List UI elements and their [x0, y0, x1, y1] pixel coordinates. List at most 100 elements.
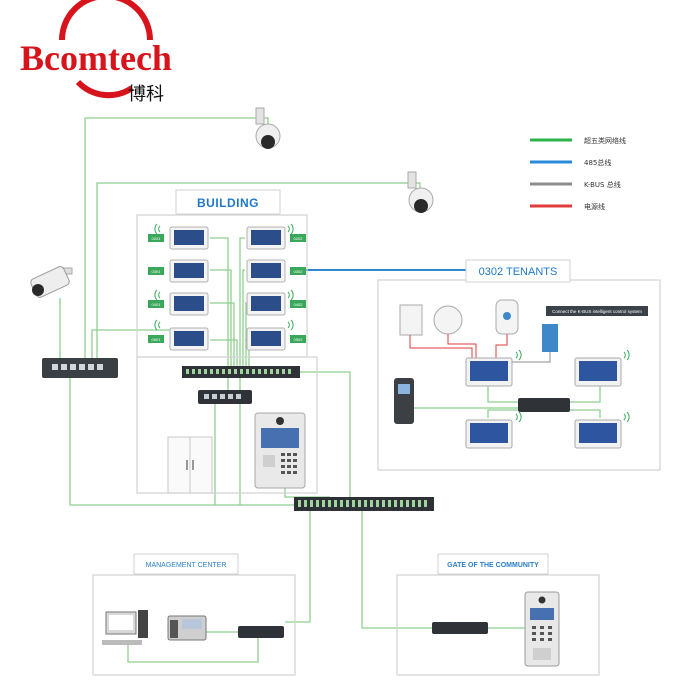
unit-label-box [290, 300, 306, 308]
line-bus-4 [210, 339, 238, 368]
gate-frame [396, 574, 600, 676]
monitor-unit: 0401 [148, 292, 209, 316]
tenant-monitor [465, 357, 513, 387]
line-bus-6 [242, 269, 245, 368]
building-monitors: 0201 0202 0301 0302 0401 [148, 226, 306, 351]
building-title-box [175, 189, 281, 215]
line-bus-3 [210, 302, 235, 368]
building-door-station [254, 412, 306, 489]
main-switch-ports [298, 500, 427, 507]
lobby-switch-ports [204, 394, 241, 399]
camera-icon [538, 596, 546, 604]
lobby-switch [198, 390, 252, 404]
main-switch [294, 497, 434, 511]
frames [92, 214, 661, 676]
management-switch [238, 626, 284, 638]
lobby-door [167, 436, 213, 494]
keyboard-icon [102, 640, 142, 645]
card-reader-icon [533, 648, 551, 660]
card-reader-icon [263, 455, 275, 467]
dome-camera-1 [255, 107, 281, 149]
monitor-unit: 0202 [246, 226, 306, 250]
legend-label-network: 超五类网络线 [584, 136, 626, 145]
dome-camera-1-mount [255, 107, 265, 125]
line-main-gate [361, 510, 432, 629]
line-bus-7 [245, 302, 247, 368]
keypad-icon [281, 453, 297, 474]
tenants-title: 0302 TENANTS [479, 266, 558, 278]
brand-chinese: 博科 [128, 84, 164, 105]
monitor-screen [174, 263, 204, 278]
line-tenant-m4 [568, 409, 601, 418]
gate-switch [432, 622, 488, 634]
tenant-monitor-screen [470, 423, 508, 443]
tenant-monitor-screen [579, 361, 617, 381]
pc-tower-icon [138, 610, 148, 638]
tenant-monitor-screen [470, 361, 508, 381]
gate-devices [432, 591, 560, 667]
line-bus-1 [210, 237, 229, 368]
unit-label: 0501 [152, 337, 162, 342]
unit-label-box [148, 234, 164, 242]
line-bus-5 [239, 237, 245, 368]
tenants-devices: Connect the K-BUS intelligent control sy… [394, 299, 648, 449]
tenants-title-box [465, 259, 571, 283]
brand-logo: Bcomtech 博科 [20, 0, 172, 105]
unit-label: 0202 [294, 236, 304, 241]
legend-label-485: 485总线 [584, 158, 611, 167]
tenant-switch [518, 398, 570, 412]
line-tenant-m3 [487, 409, 520, 418]
unit-label: 0402 [294, 302, 304, 307]
unit-label: 0301 [152, 269, 162, 274]
line-tenant-m1 [487, 385, 520, 403]
pc-monitor-screen [109, 615, 133, 630]
brand-name: Bcomtech [20, 38, 172, 78]
gas-detector-light [503, 312, 511, 320]
monitor-screen [174, 230, 204, 245]
left-switch-ports [52, 364, 103, 370]
door-station-screen [261, 428, 299, 448]
monitor-screen [174, 331, 204, 346]
management-frame [92, 574, 296, 676]
monitor-screen [251, 331, 281, 346]
monitor-unit: 0501 [148, 327, 209, 351]
line-main-management [285, 510, 311, 623]
monitor-unit: 0302 [246, 259, 306, 283]
monitor-screen [251, 263, 281, 278]
line-left-switch-main [69, 378, 295, 506]
monitor-unit: 0301 [148, 259, 209, 283]
dome-camera-2 [407, 171, 434, 213]
kbus-banner [546, 306, 648, 316]
monitor-screen [174, 296, 204, 311]
unit-label: 0401 [152, 302, 162, 307]
unit-label: 0201 [152, 236, 162, 241]
dome-camera-2-mount [407, 171, 417, 189]
management-title: MANAGEMENT CENTER [146, 562, 227, 569]
unit-label: 0302 [294, 269, 304, 274]
line-mgmt-pc [127, 636, 259, 663]
kbus-module-icon [542, 324, 558, 352]
tenant-monitor [465, 419, 513, 449]
camera-icon [276, 417, 284, 425]
monitor-unit: 0201 [148, 226, 209, 250]
building-switch [182, 366, 300, 378]
left-switch [42, 358, 118, 378]
phone-screen [182, 619, 202, 629]
kbus-line [512, 352, 551, 363]
building-switch-ports [186, 369, 291, 374]
phone-handset [170, 620, 178, 638]
line-tenant-m2 [568, 385, 601, 403]
gate-title-box [437, 553, 549, 575]
power-lines [409, 334, 508, 358]
kbus-banner-text: Connect the K-BUS intelligent control sy… [552, 309, 642, 314]
tenant-monitor [574, 419, 622, 449]
monitor-screen [251, 230, 281, 245]
smoke-detector-icon [433, 305, 463, 335]
monitor-unit: 0402 [246, 292, 306, 316]
logo-arc-bottom [75, 79, 134, 99]
management-title-box [133, 553, 239, 575]
unit-label-box [290, 234, 306, 242]
management-devices [102, 610, 284, 645]
gate-station-screen [530, 608, 554, 620]
legend: 超五类网络线 485总线 K-BUS 总线 电源线 [530, 136, 626, 211]
